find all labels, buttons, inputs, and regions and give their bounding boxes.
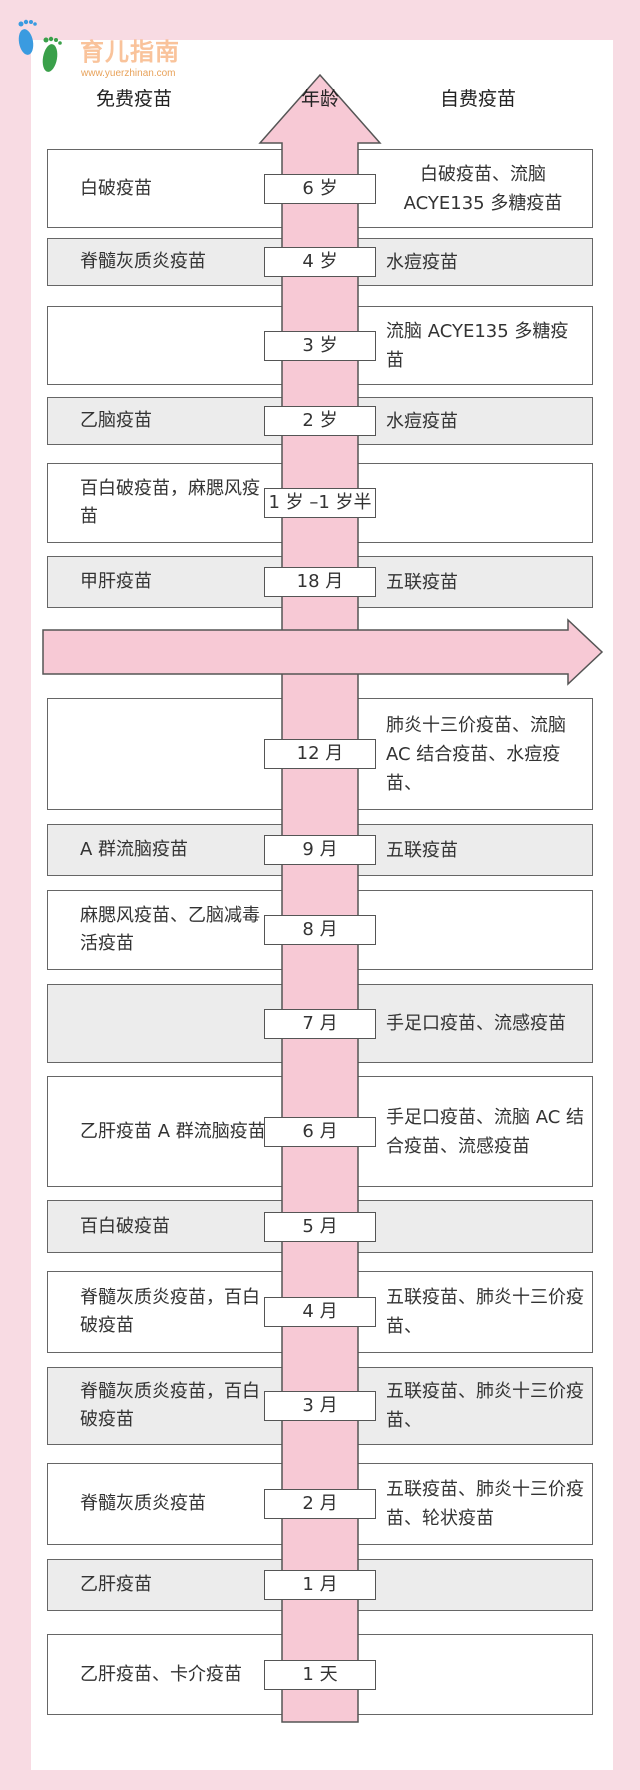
- age-label: 1 岁 –1 岁半: [264, 488, 376, 518]
- age-label: 9 月: [264, 835, 376, 865]
- age-label: 4 月: [264, 1297, 376, 1327]
- age-label: 8 月: [264, 915, 376, 945]
- age-axis-arrow: [258, 73, 382, 1723]
- paid-vaccine-cell: 手足口疫苗、流脑 AC 结合疫苗、流感疫苗: [386, 1106, 585, 1157]
- paid-vaccine-cell: 肺炎十三价疫苗、流脑 AC 结合疫苗、水痘疫苗、: [386, 714, 566, 794]
- paid-vaccine-cell: 五联疫苗、肺炎十三价疫苗、轮状疫苗: [386, 1479, 584, 1529]
- age-label: 1 天: [264, 1659, 376, 1690]
- free-vaccine-cell: 脊髓灰质炎疫苗，百白破疫苗: [80, 1287, 260, 1336]
- free-vaccine-cell: 脊髓灰质炎疫苗: [80, 251, 206, 272]
- free-vaccine-cell: 甲肝疫苗: [80, 571, 152, 592]
- logo-title: 育儿指南: [80, 38, 180, 66]
- age-label: 7 月: [264, 1008, 376, 1039]
- age-label: 12 月: [264, 739, 376, 769]
- paid-vaccine-cell: 水痘疫苗: [386, 410, 458, 432]
- age-label: 3 岁: [264, 330, 376, 361]
- free-vaccine-header: 免费疫苗: [96, 88, 173, 110]
- paid-vaccine-cell: 流脑 ACYE135 多糖疫苗: [386, 320, 569, 371]
- paid-vaccine-cell: 五联疫苗、肺炎十三价疫苗、: [386, 1287, 584, 1337]
- break-arrow: [42, 618, 604, 686]
- free-vaccine-cell: 乙脑疫苗: [80, 410, 152, 431]
- free-vaccine-cell: 乙肝疫苗、卡介疫苗: [80, 1663, 242, 1685]
- paid-vaccine-cell: 五联疫苗、肺炎十三价疫苗、: [386, 1381, 584, 1431]
- paid-vaccine-cell: 水痘疫苗: [386, 251, 458, 273]
- free-vaccine-cell: 脊髓灰质炎疫苗，百白破疫苗: [80, 1381, 260, 1430]
- age-label: 3 月: [264, 1391, 376, 1421]
- age-label: 2 月: [264, 1489, 376, 1519]
- free-vaccine-cell: 乙肝疫苗 A 群流脑疫苗: [80, 1120, 266, 1142]
- free-vaccine-cell: A 群流脑疫苗: [80, 839, 189, 860]
- paid-vaccine-header: 自费疫苗: [440, 88, 517, 110]
- free-vaccine-cell: 百白破疫苗: [80, 1215, 170, 1237]
- age-label: 18 月: [264, 567, 376, 597]
- paid-vaccine-cell: 五联疫苗: [386, 839, 458, 861]
- age-label: 6 月: [264, 1116, 376, 1147]
- paid-vaccine-cell: 白破疫苗、流脑 ACYE135 多糖疫苗: [403, 163, 563, 214]
- age-label: 6 岁: [264, 173, 376, 204]
- free-vaccine-cell: 百白破疫苗，麻腮风疫苗: [80, 478, 260, 527]
- free-vaccine-cell: 脊髓灰质炎疫苗: [80, 1493, 206, 1514]
- age-header: 年龄: [300, 88, 339, 110]
- free-vaccine-cell: 乙肝疫苗: [80, 1574, 152, 1595]
- free-vaccine-cell: 麻腮风疫苗、乙脑减毒活疫苗: [80, 905, 260, 954]
- age-label: 4 岁: [264, 247, 376, 277]
- free-vaccine-cell: 白破疫苗: [80, 177, 152, 199]
- paid-vaccine-cell: 五联疫苗: [386, 571, 458, 593]
- age-label: 2 岁: [264, 406, 376, 436]
- age-label: 5 月: [264, 1211, 376, 1242]
- footprints-icon: [18, 19, 62, 72]
- paid-vaccine-cell: 手足口疫苗、流感疫苗: [386, 1013, 566, 1034]
- age-label: 1 月: [264, 1570, 376, 1600]
- logo-url: www.yuerzhinan.com: [81, 68, 176, 79]
